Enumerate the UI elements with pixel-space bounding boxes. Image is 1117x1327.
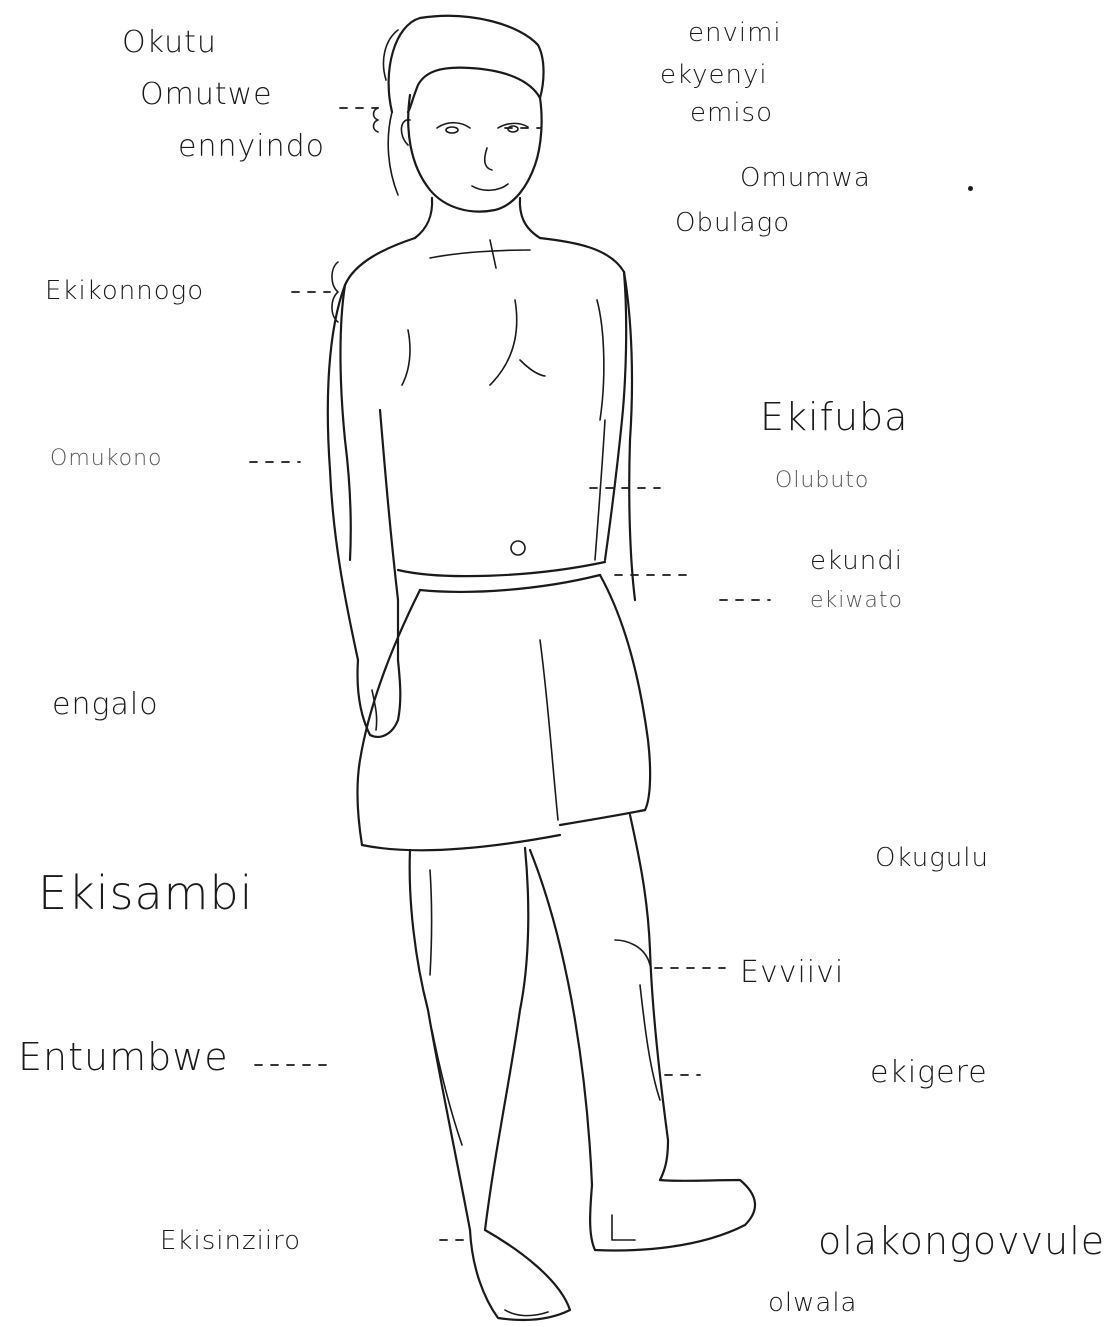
waistband: [398, 562, 605, 576]
label-ekikonngo: Ekikonnogo: [45, 278, 204, 304]
label-evviivi: Evviivi: [740, 958, 844, 988]
hand-left: [358, 600, 401, 737]
face-outline: [408, 95, 541, 212]
hair-outline: [389, 16, 544, 112]
leg-left-outer: [410, 850, 470, 1230]
label-ekifuba: Ekifuba: [760, 398, 908, 436]
label-omutwe: Omutwe: [140, 80, 273, 110]
eye-right-iris: [508, 126, 518, 132]
label-ekigere: ekigere: [870, 1058, 988, 1088]
shoulder-left: [345, 238, 415, 285]
waistband-2: [420, 575, 600, 592]
pectoral-line-2: [520, 360, 545, 376]
leg-right-outer: [630, 815, 668, 1180]
torso-right: [605, 272, 626, 560]
label-olwala: olwala: [768, 1290, 857, 1316]
hair-side: [388, 112, 398, 195]
leg-right-inner: [530, 850, 592, 1185]
collar-line-2: [490, 240, 496, 268]
label-ekiwato: ekiwato: [810, 590, 903, 612]
pectoral-left: [402, 330, 410, 385]
arm-left-inner: [380, 410, 398, 600]
arm-right-inner: [595, 420, 605, 560]
knee-left: [430, 870, 432, 975]
torso-left: [340, 285, 350, 560]
label-okugulu: Okugulu: [875, 845, 989, 871]
pectoral-line: [490, 300, 517, 385]
calf-left: [432, 1030, 462, 1145]
label-engalo: engalo: [52, 690, 159, 720]
label-enviiri: envimi: [688, 20, 782, 46]
heel-right: [612, 1215, 635, 1240]
neck-left: [415, 198, 432, 238]
label-ekisambi: Ekisambi: [38, 870, 253, 916]
label-omumwa: Omumwa: [740, 165, 871, 191]
arm-left-outer: [328, 285, 358, 660]
collar-line: [430, 250, 530, 258]
neck-right: [520, 198, 540, 238]
eye-left-iris: [446, 127, 458, 133]
shoulder-right: [540, 238, 624, 272]
shorts-crease: [540, 640, 558, 820]
shorts-right: [600, 575, 650, 810]
label-ekyenyi: ekyenyi: [660, 62, 768, 88]
nose: [485, 148, 492, 170]
label-obulago: Obulago: [675, 210, 790, 236]
shorts-hem-left: [362, 835, 560, 850]
brace-head: [374, 108, 379, 132]
armpit-right: [597, 300, 604, 420]
label-ekundi: ekundi: [810, 548, 903, 574]
shorts-left: [357, 590, 420, 845]
label-ekisinziiro: Ekisinziiro: [160, 1228, 301, 1254]
label-emiso: emiso: [690, 100, 773, 126]
navel: [511, 541, 525, 555]
label-olubuto: Olubuto: [775, 470, 869, 492]
label-omukono: Omukono: [50, 448, 163, 470]
ponytail: [383, 30, 398, 80]
ink-dot: [968, 186, 973, 191]
leg-left-inner: [485, 848, 528, 1230]
knee-right: [615, 940, 650, 965]
mouth: [472, 184, 508, 190]
label-okutu: Okutu: [122, 28, 217, 58]
label-ennyindo: ennyindo: [178, 132, 325, 162]
toes-left: [505, 1310, 548, 1316]
label-olakongovvule: olakongovvule: [818, 1222, 1105, 1260]
label-entumbwe: Entumbwe: [18, 1038, 229, 1076]
foot-left: [470, 1230, 570, 1320]
